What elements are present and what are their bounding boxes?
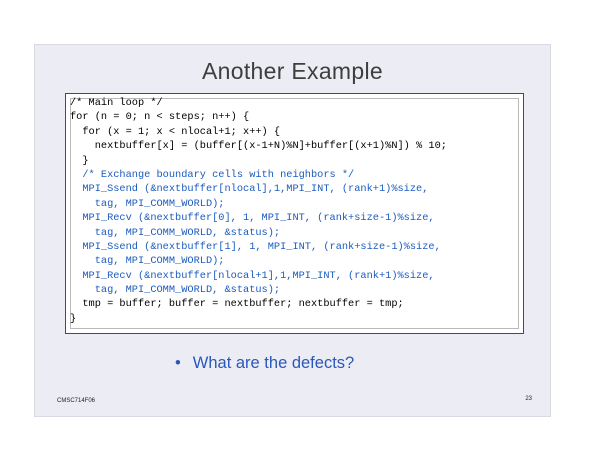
slide: Another Example /* Main loop */ for (n = … xyxy=(34,44,551,417)
code-line: nextbuffer[x] = (buffer[(x-1+N)%N]+buffe… xyxy=(70,140,447,153)
code-line: tmp = buffer; buffer = nextbuffer; nextb… xyxy=(70,298,404,311)
code-line: /* Main loop */ xyxy=(70,97,163,109)
code-line: tag, MPI_COMM_WORLD); xyxy=(70,197,225,210)
code-line: MPI_Ssend (&nextbuffer[nlocal],1,MPI_INT… xyxy=(70,183,429,196)
code-line: MPI_Recv (&nextbuffer[0], 1, MPI_INT, (r… xyxy=(70,212,435,225)
bullet-item: • What are the defects? xyxy=(175,354,354,373)
code-line: MPI_Ssend (&nextbuffer[1], 1, MPI_INT, (… xyxy=(70,240,441,253)
code-line: for (x = 1; x < nlocal+1; x++) { xyxy=(70,125,281,138)
code-listing: /* Main loop */ for (n = 0; n < steps; n+… xyxy=(70,96,447,326)
code-line: for (n = 0; n < steps; n++) { xyxy=(70,111,250,124)
code-line: tag, MPI_COMM_WORLD, &status); xyxy=(70,226,281,239)
code-line: tag, MPI_COMM_WORLD, &status); xyxy=(70,284,281,297)
code-box: /* Main loop */ for (n = 0; n < steps; n+… xyxy=(65,93,524,334)
code-line: MPI_Recv (&nextbuffer[nlocal+1],1,MPI_IN… xyxy=(70,269,435,282)
footer-course-code: CMSC714F06 xyxy=(57,398,96,404)
code-line: } xyxy=(70,154,89,167)
code-box-inner-frame xyxy=(70,98,519,329)
slide-title: Another Example xyxy=(202,58,383,84)
code-line: } xyxy=(70,312,77,325)
code-line: tag, MPI_COMM_WORLD); xyxy=(70,255,225,268)
footer-page-number: 23 xyxy=(525,396,532,402)
bullet-dot-icon: • xyxy=(175,354,181,372)
code-line: /* Exchange boundary cells with neighbor… xyxy=(70,168,355,181)
bullet-text: What are the defects? xyxy=(192,354,355,372)
